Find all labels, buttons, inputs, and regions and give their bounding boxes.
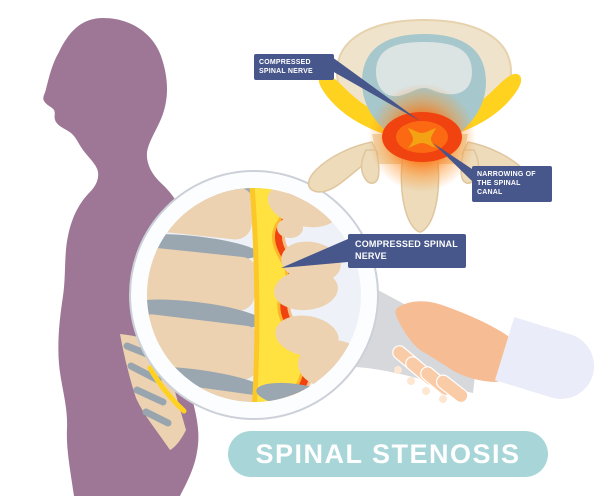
pointer-canal-narrowing [433,143,472,181]
callout-narrowing-of-the-spinal-canal: NARROWING OF THE SPINAL CANAL [472,166,552,202]
title-banner: SPINAL STENOSIS [228,431,548,477]
callout-pointers [281,57,472,268]
pointer-lens-nerve [281,239,348,268]
hand-fingers [392,345,469,404]
callout-compressed-spinal-nerve-magnified: COMPRESSED SPINAL NERVE [348,234,466,268]
spine-segment-nerve [147,365,187,414]
magnifier-lens [129,170,379,420]
doctor-hand [392,301,595,404]
pointer-axial-nerve [332,57,420,121]
callout-compressed-spinal-nerve-axial: COMPRESSED SPINAL NERVE [254,54,334,81]
fingernails [394,366,447,403]
lab-coat-sleeve [494,317,595,399]
disc-nucleus [376,42,472,97]
spinal-cord-cross-section [408,128,436,148]
vertebra-axial-view [307,18,533,233]
